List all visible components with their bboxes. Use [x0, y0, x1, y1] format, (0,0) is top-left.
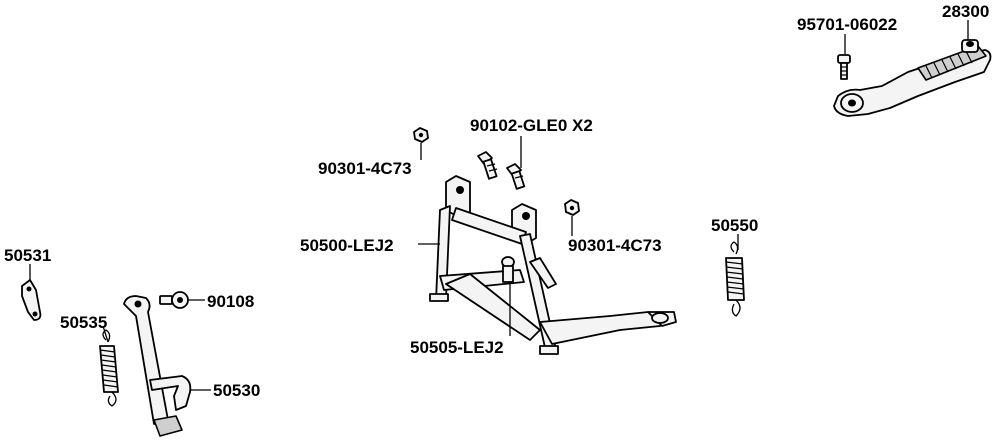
nut-90301-right — [564, 199, 580, 216]
label-50505-lej2: 50505-LEJ2 — [410, 338, 504, 357]
label-50550: 50550 — [711, 216, 758, 235]
label-90102-gle0: 90102-GLE0 X2 — [470, 116, 593, 135]
leader-lines — [29, 20, 969, 391]
bracket-50531 — [21, 279, 42, 321]
label-90301-4c73-upper: 90301-4C73 — [318, 159, 412, 178]
nut-90301-upper — [413, 127, 429, 143]
spring-50535 — [99, 329, 119, 407]
bolt-90108 — [159, 291, 189, 309]
stand-shaft-50505 — [501, 256, 515, 283]
bolt-95701-06022 — [837, 54, 851, 80]
label-90301-4c73-right: 90301-4C73 — [568, 236, 662, 255]
part-labels: 95701-06022 28300 90102-GLE0 X2 90301-4C… — [4, 2, 989, 400]
label-90108: 90108 — [207, 292, 254, 311]
main-stand — [429, 175, 677, 355]
bolt-90102-right — [506, 163, 526, 190]
label-50535: 50535 — [60, 313, 107, 332]
label-28300: 28300 — [942, 2, 989, 21]
spring-50550 — [725, 241, 745, 317]
bolt-90102-left — [477, 151, 498, 180]
label-95701-06022: 95701-06022 — [797, 15, 897, 34]
side-stand-50530 — [123, 295, 192, 437]
label-50531: 50531 — [4, 246, 51, 265]
label-50530: 50530 — [213, 381, 260, 400]
kick-starter-arm — [833, 39, 992, 117]
label-50500-lej2: 50500-LEJ2 — [300, 236, 394, 255]
